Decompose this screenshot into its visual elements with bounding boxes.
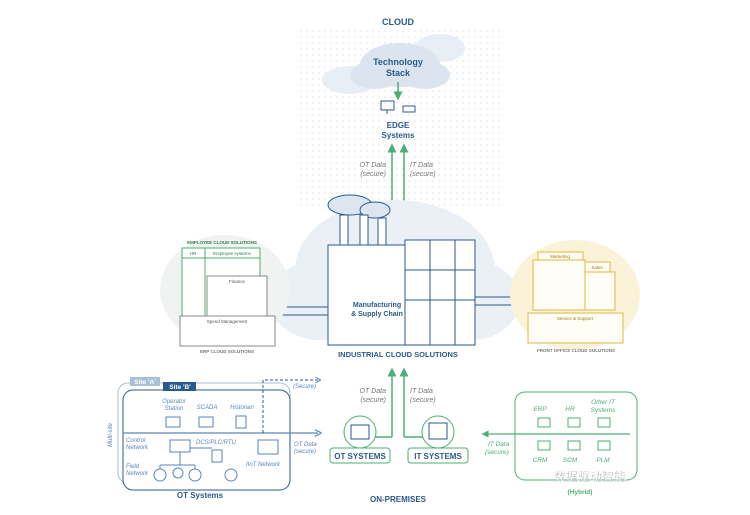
technology-stack-cloud (322, 34, 465, 94)
site-a-label: Site 'A' (134, 379, 156, 386)
site-a-tab (130, 377, 160, 386)
front-office-title: FRONT OFFICE CLOUD SOLUTIONS (537, 348, 615, 353)
historian-label: Historian (230, 405, 254, 411)
service-label: Service & Support (557, 316, 594, 321)
server-icon (428, 422, 448, 440)
top-ot-data-1: OT Data (360, 162, 387, 169)
site-b-label: Site 'B' (169, 384, 191, 391)
ot-systems-label: OT SYSTEMS (334, 452, 386, 461)
bottom-ot-data-2: (secure) (360, 397, 386, 404)
front-office-building (527, 251, 624, 344)
tech-stack-label-1: Technology (373, 57, 423, 67)
ot-devices-icons (153, 415, 279, 482)
field-label-1: Field (126, 464, 140, 470)
erp-label: ERP (533, 406, 547, 413)
cloud-label: CLOUD (382, 17, 414, 27)
operator-label-1: Operator (162, 399, 187, 405)
secure-dashed-arrow (262, 380, 318, 433)
plm-label: PLM (596, 457, 610, 464)
factory-label-1: Manufacturing (353, 302, 401, 309)
hr-label: HR (190, 251, 197, 256)
finance-building (179, 275, 276, 347)
it-systems-box (407, 447, 469, 464)
edge-label-1: EDGE (387, 121, 410, 130)
bottom-it-data-1: IT Data (410, 388, 433, 395)
erp-title: ERP CLOUD SOLUTIONS (200, 349, 254, 354)
marketing-label: Marketing (550, 254, 570, 259)
employee-title: EMPLOYEE CLOUD SOLUTIONS (187, 240, 257, 245)
multisite-label: Multi-site (108, 422, 114, 447)
bottom-ot-data-1: OT Data (360, 388, 387, 395)
factory-icon (327, 194, 476, 346)
ot-data-right-1: OT Data (294, 442, 317, 448)
it-systems-icon (421, 415, 455, 449)
it-hybrid-panel (514, 391, 638, 481)
it-data-left-2: (secure) (485, 449, 509, 456)
industrial-cloud-label: INDUSTRIAL CLOUD SOLUTIONS (338, 350, 458, 359)
top-it-data-1: IT Data (410, 162, 433, 169)
field-label-2: Network (126, 471, 149, 477)
other-it-label-1: Other IT (591, 399, 616, 406)
dcs-label: DCS/PLC/RTU (196, 440, 237, 446)
ot-systems-icon (343, 415, 377, 449)
edge-label-2: Systems (382, 131, 415, 140)
other-it-label-2: Systems (591, 407, 617, 414)
hybrid-label: (Hybrid) (568, 489, 593, 496)
sales-label: Sales (591, 265, 603, 270)
ot-systems-box (329, 447, 391, 464)
it-systems-label: IT SYSTEMS (414, 452, 462, 461)
iiot-label: IIoT Network (246, 462, 281, 468)
control-label-2: Network (126, 445, 149, 451)
site-b-tab (163, 382, 196, 391)
it-hr-label: HR (565, 406, 575, 413)
top-it-data-2: (secure) (410, 171, 436, 178)
top-ot-data-2: (secure) (360, 171, 386, 178)
scada-label: SCADA (197, 405, 218, 411)
ot-data-right-2: (secure) (294, 449, 316, 455)
it-computer-icons (537, 417, 611, 451)
bottom-it-data-2: (secure) (410, 397, 436, 404)
crm-label: CRM (533, 457, 548, 464)
factory-label-2: & Supply Chain (351, 311, 403, 318)
secure-label: (Secure) (293, 384, 316, 390)
it-data-left-1: IT Data (488, 441, 510, 448)
scm-label: SCM (563, 457, 578, 464)
ot-systems-title: OT Systems (177, 491, 224, 500)
on-premises-label: ON-PREMISES (370, 495, 427, 504)
tech-stack-label-2: Stack (386, 68, 411, 78)
finance-label: Finance (229, 279, 246, 284)
control-label-1: Control (126, 438, 146, 444)
spend-label: Spend Management (207, 319, 248, 324)
operator-label-2: Station (165, 406, 184, 412)
edge-icon (380, 100, 416, 114)
factory-small-icon (350, 424, 370, 440)
employee-systems-label: Employee systems (213, 251, 252, 256)
watermark-text: 数据驱动智能 (554, 469, 626, 484)
